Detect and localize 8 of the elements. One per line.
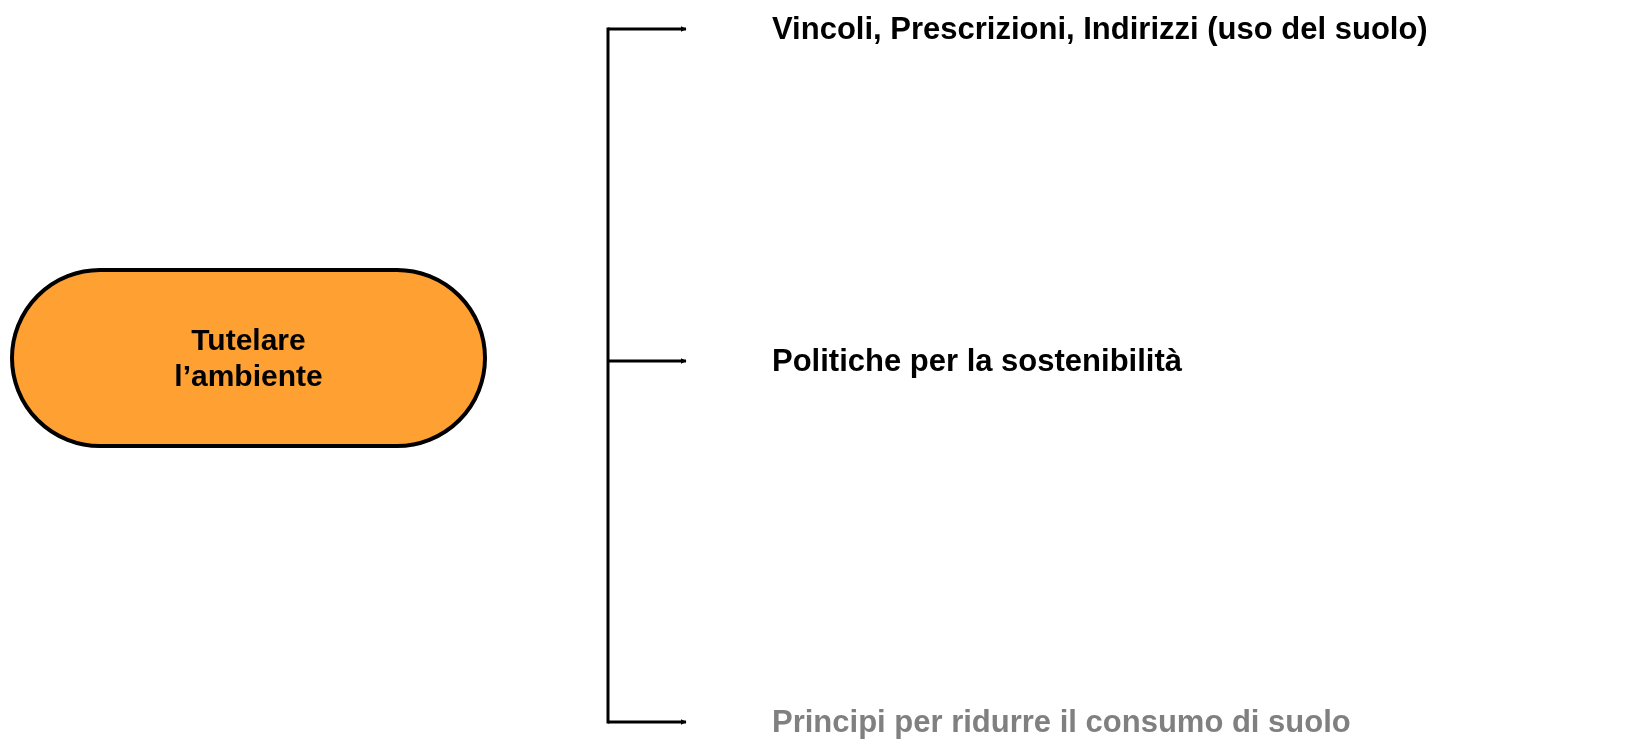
arrow: [608, 26, 687, 32]
node-text: Politiche per la sostenibilità: [772, 343, 1182, 379]
arrow: [608, 719, 687, 725]
node-text: Tutelare l’ambiente: [173, 322, 324, 394]
node-text: Principi per ridurre il consumo di suolo: [772, 704, 1351, 740]
bracket-line: [606, 27, 610, 724]
node-text: Vincoli, Prescrizioni, Indirizzi (uso del suolo): [772, 11, 1428, 47]
arrow: [608, 358, 687, 364]
